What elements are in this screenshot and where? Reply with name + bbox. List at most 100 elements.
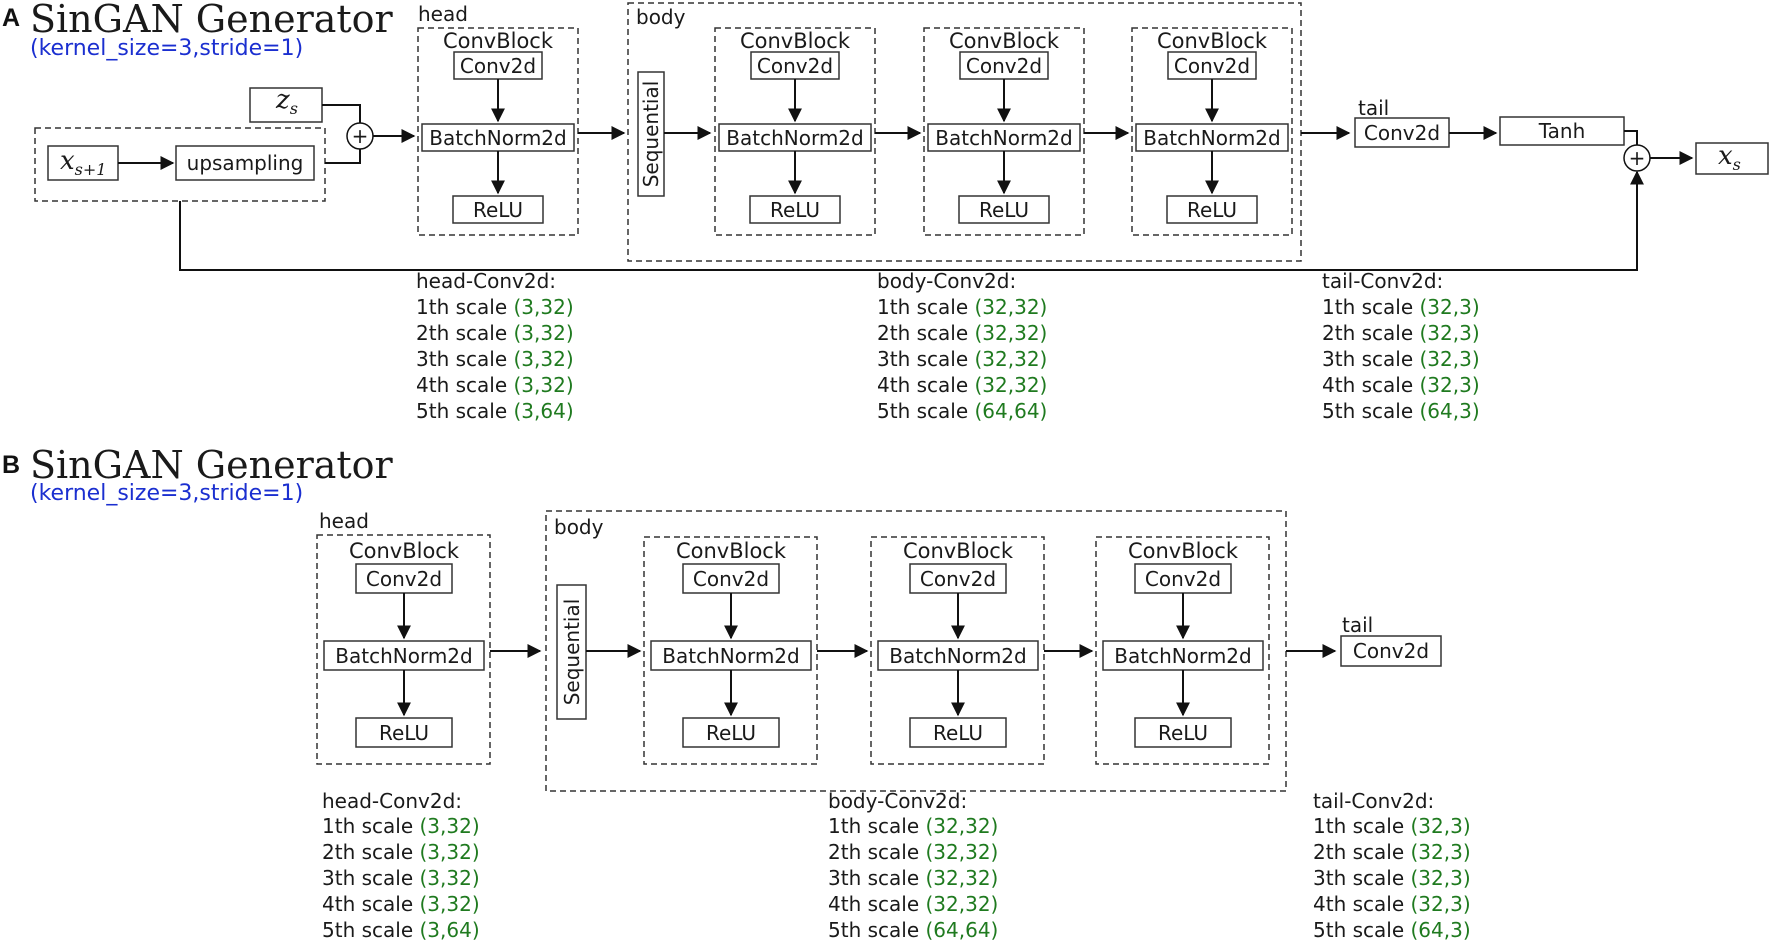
convblock-label: ConvBlock [676,539,787,563]
relu-label: ReLU [1187,198,1237,222]
relu-label: ReLU [379,721,429,745]
conv-row: 3th scale (32,32) [828,866,998,890]
wire-tanh-to-add [1624,130,1638,145]
wire-up-to-add [325,149,361,164]
conv-row: 5th scale (64,64) [877,399,1047,423]
tail-conv2d-label-a: Conv2d [1364,121,1440,145]
conv2d-label: Conv2d [460,54,536,78]
batchnorm-box [323,640,485,671]
conv-row: 4th scale (3,32) [416,373,574,397]
relu-label: ReLU [770,198,820,222]
conv2d-box [750,51,840,80]
tail-conv2d-label-b: Conv2d [1353,639,1429,663]
conv-row: 4th scale (32,32) [828,892,998,916]
body-block-1-a [714,27,876,236]
conv-row: 3th scale (32,3) [1313,866,1471,890]
body-convblock-1-a: ConvBlock Conv2d BatchNorm2d ReLU [718,29,872,224]
conv-row: 1th scale (32,32) [828,814,998,838]
wire-z-to-add [322,104,361,123]
conv-row: 2th scale (32,3) [1322,321,1480,345]
conv-row: 4th scale (32,32) [877,373,1047,397]
conv-row: 3th scale (3,32) [416,347,574,371]
sequential-label-a: Sequential [639,81,663,188]
relu-box [452,195,544,224]
conv-row: 1th scale (32,3) [1313,814,1471,838]
conv-row: 4th scale (32,3) [1313,892,1471,916]
conv-row: 2th scale (32,32) [828,840,998,864]
batchnorm-box [421,123,575,152]
batchnorm-label: BatchNorm2d [935,126,1072,150]
conv-table-title: tail-Conv2d: [1322,269,1443,293]
conv2d-label: Conv2d [966,54,1042,78]
conv2d-box [909,563,1007,594]
body-label-a: body [636,5,686,29]
conv-row: 3th scale (32,3) [1322,347,1480,371]
body-block-2-a [923,27,1085,236]
conv-row: 2th scale (32,3) [1313,840,1471,864]
panel-a-params: (kernel_size=3,stride=1) [30,36,303,61]
upsampling-box [175,145,315,181]
relu-box [355,717,453,748]
batchnorm-label: BatchNorm2d [726,126,863,150]
input-x-box [47,145,119,181]
panel-a-title: SinGAN Generator [30,0,394,41]
conv-table-tail-b: tail-Conv2d: 1th scale (32,3) 2th scale … [1313,789,1471,942]
conv-table-title: tail-Conv2d: [1313,789,1434,813]
output-x-label: xs [1718,141,1741,174]
batchnorm-label: BatchNorm2d [889,644,1026,668]
conv-row: 1th scale (3,32) [322,814,480,838]
conv2d-label: Conv2d [757,54,833,78]
output-x-box [1695,142,1769,175]
conv2d-label: Conv2d [1174,54,1250,78]
head-group-a [417,27,579,236]
relu-label: ReLU [979,198,1029,222]
conv-row: 1th scale (32,3) [1322,295,1480,319]
head-label-a: head [418,2,468,26]
relu-box [749,195,841,224]
conv-row: 5th scale (3,64) [416,399,574,423]
add-symbol-1: + [352,124,369,148]
conv-row: 2th scale (3,32) [416,321,574,345]
conv-table-body-a: body-Conv2d: 1th scale (32,32) 2th scale… [877,269,1047,423]
convblock-label: ConvBlock [443,29,554,53]
sequential-label-b: Sequential [560,599,584,706]
batchnorm-label: BatchNorm2d [1143,126,1280,150]
relu-label: ReLU [706,721,756,745]
tail-label-b: tail [1342,613,1373,637]
batchnorm-box [877,640,1039,671]
tanh-label: Tanh [1538,119,1586,143]
relu-label: ReLU [933,721,983,745]
input-x-label: xs+1 [60,146,106,179]
conv2d-label: Conv2d [1145,567,1221,591]
body-convblock-2-a: ConvBlock Conv2d BatchNorm2d ReLU [927,29,1081,224]
conv-row: 1th scale (3,32) [416,295,574,319]
relu-box [909,717,1007,748]
head-convblock-b: ConvBlock Conv2d BatchNorm2d ReLU [323,539,485,748]
batchnorm-label: BatchNorm2d [662,644,799,668]
input-z-label: zs [275,85,298,118]
conv-table-title: head-Conv2d: [416,269,556,293]
panel-b-params: (kernel_size=3,stride=1) [30,481,303,506]
tail-label-a: tail [1358,96,1389,120]
batchnorm-box [718,123,872,152]
conv-row: 5th scale (64,3) [1322,399,1480,423]
conv-table-title: head-Conv2d: [322,789,462,813]
batchnorm-label: BatchNorm2d [1114,644,1251,668]
body-block-3-a [1131,27,1293,236]
conv-row: 5th scale (64,64) [828,918,998,942]
conv-table-body-b: body-Conv2d: 1th scale (32,32) 2th scale… [828,789,998,942]
conv-row: 3th scale (32,32) [877,347,1047,371]
input-group [34,127,326,202]
batchnorm-label: BatchNorm2d [429,126,566,150]
convblock-label: ConvBlock [949,29,1060,53]
conv-table-head-b: head-Conv2d: 1th scale (3,32) 2th scale … [322,789,480,942]
batchnorm-box [927,123,1081,152]
conv-row: 5th scale (64,3) [1313,918,1471,942]
panel-b: B SinGAN Generator (kernel_size=3,stride… [2,443,1442,792]
conv-table-title: body-Conv2d: [828,789,967,813]
conv-table-tail-a: tail-Conv2d: 1th scale (32,3) 2th scale … [1322,269,1480,423]
batchnorm-box [1135,123,1289,152]
tail-conv2d-box-a [1354,117,1450,148]
panel-b-title: SinGAN Generator [30,443,394,487]
conv-table-title: body-Conv2d: [877,269,1016,293]
